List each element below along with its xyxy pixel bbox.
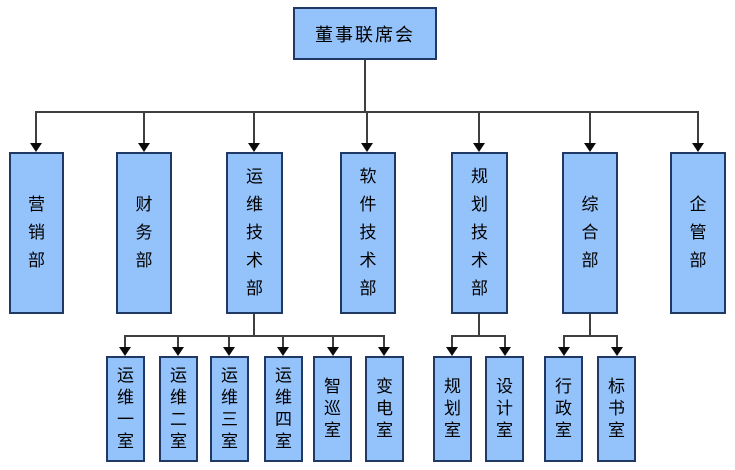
node-label: 智 巡 室 bbox=[324, 377, 341, 441]
arrow-down-icon bbox=[223, 347, 235, 356]
node-label: 营 销 部 bbox=[28, 195, 45, 271]
arrow-down-icon bbox=[611, 347, 623, 356]
node-admin-office: 行 政 室 bbox=[544, 356, 583, 462]
connector-line bbox=[563, 336, 565, 348]
node-general-dept: 综 合 部 bbox=[562, 152, 618, 314]
node-smart-patrol-office: 智 巡 室 bbox=[313, 356, 352, 462]
node-label: 运 维 二 室 bbox=[170, 366, 187, 452]
connector-line bbox=[589, 314, 591, 337]
node-bid-document-office: 标 书 室 bbox=[597, 356, 636, 462]
node-label: 设 计 室 bbox=[496, 377, 513, 441]
node-om-office-3: 运 维 三 室 bbox=[210, 356, 249, 462]
arrow-down-icon bbox=[473, 143, 485, 152]
node-label: 标 书 室 bbox=[608, 377, 625, 441]
node-label: 综 合 部 bbox=[581, 195, 599, 271]
arrow-down-icon bbox=[558, 347, 570, 356]
arrow-down-icon bbox=[692, 143, 704, 152]
node-design-office: 设 计 室 bbox=[485, 356, 524, 462]
connector-line bbox=[478, 314, 480, 337]
connector-line bbox=[451, 335, 506, 337]
connector-line bbox=[35, 112, 37, 144]
connector-line bbox=[143, 112, 145, 144]
arrow-down-icon bbox=[30, 143, 42, 152]
node-substation-office: 变 电 室 bbox=[365, 356, 404, 462]
node-label: 规 划 室 bbox=[444, 377, 461, 441]
arrow-down-icon bbox=[446, 347, 458, 356]
node-label: 运 维 三 室 bbox=[221, 366, 238, 452]
connector-line bbox=[253, 314, 255, 337]
node-label: 运 维 技 术 部 bbox=[246, 167, 263, 299]
connector-line bbox=[697, 112, 699, 144]
connector-line bbox=[177, 336, 179, 348]
node-label: 企 管 部 bbox=[689, 195, 707, 271]
connector-line bbox=[563, 335, 618, 337]
connector-line bbox=[124, 336, 126, 348]
connector-line bbox=[478, 112, 480, 144]
arrow-down-icon bbox=[172, 347, 184, 356]
node-label: 运 维 一 室 bbox=[117, 366, 134, 452]
arrow-down-icon bbox=[138, 143, 150, 152]
node-label: 软 件 技 术 部 bbox=[359, 167, 377, 299]
node-planning-office: 规 划 室 bbox=[433, 356, 472, 462]
node-board-joint-committee: 董事联席会 bbox=[293, 7, 437, 60]
arrow-down-icon bbox=[248, 143, 260, 152]
node-software-tech-dept: 软 件 技 术 部 bbox=[340, 152, 396, 314]
connector-line bbox=[364, 60, 366, 113]
arrow-down-icon bbox=[327, 347, 339, 356]
node-label: 行 政 室 bbox=[555, 377, 572, 441]
node-om-office-1: 运 维 一 室 bbox=[106, 356, 145, 462]
node-label: 运 维 四 室 bbox=[275, 366, 292, 452]
node-label: 董事联席会 bbox=[315, 24, 415, 46]
node-planning-tech-dept: 规 划 技 术 部 bbox=[451, 152, 508, 314]
connector-line bbox=[366, 112, 368, 144]
connector-line bbox=[589, 112, 591, 144]
connector-line bbox=[332, 336, 334, 348]
node-finance-dept: 财 务 部 bbox=[116, 152, 172, 314]
connector-line bbox=[253, 112, 255, 144]
node-om-office-2: 运 维 二 室 bbox=[159, 356, 198, 462]
node-label: 变 电 室 bbox=[376, 377, 393, 441]
connector-line bbox=[504, 336, 506, 348]
node-om-office-4: 运 维 四 室 bbox=[264, 356, 303, 462]
node-marketing-dept: 营 销 部 bbox=[9, 152, 64, 314]
node-label: 规 划 技 术 部 bbox=[471, 167, 488, 299]
connector-line bbox=[282, 336, 284, 348]
connector-line bbox=[616, 336, 618, 348]
connector-line bbox=[383, 336, 385, 348]
connector-line bbox=[451, 336, 453, 348]
node-om-tech-dept: 运 维 技 术 部 bbox=[226, 152, 283, 314]
connector-line bbox=[124, 335, 385, 337]
connector-line bbox=[228, 336, 230, 348]
arrow-down-icon bbox=[277, 347, 289, 356]
node-enterprise-mgmt-dept: 企 管 部 bbox=[670, 152, 726, 314]
arrow-down-icon bbox=[584, 143, 596, 152]
arrow-down-icon bbox=[119, 347, 131, 356]
arrow-down-icon bbox=[361, 143, 373, 152]
arrow-down-icon bbox=[499, 347, 511, 356]
arrow-down-icon bbox=[378, 347, 390, 356]
node-label: 财 务 部 bbox=[135, 195, 153, 271]
